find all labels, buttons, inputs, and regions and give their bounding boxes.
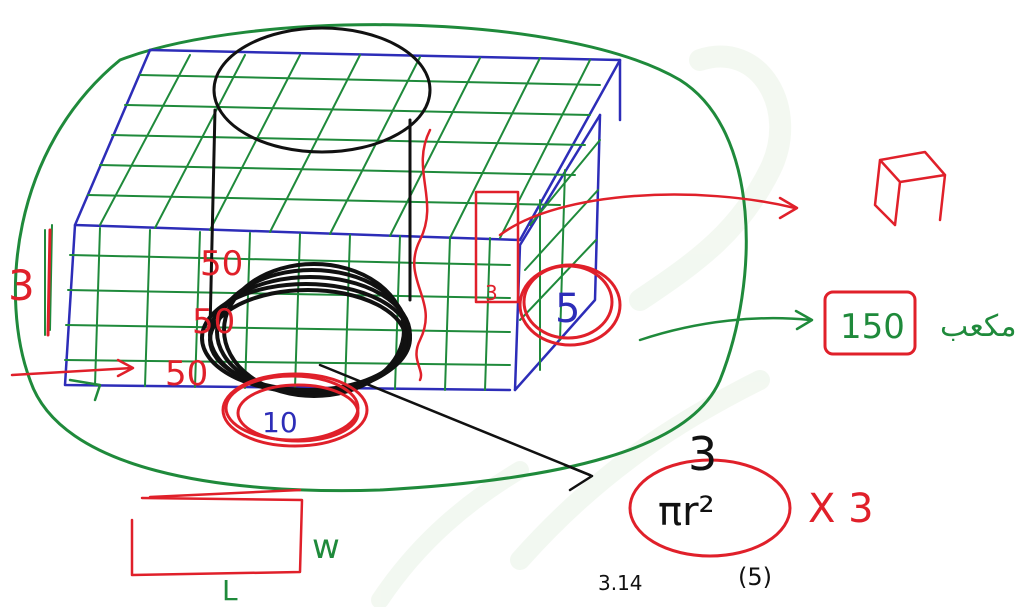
label-rect-l: L: [222, 574, 238, 607]
green-outer-loop: [13, 23, 748, 493]
watermark-stroke-3: [371, 461, 529, 607]
label-arabic-cube: مكعب: [940, 309, 1017, 344]
blue-box: [63, 48, 622, 392]
red-150-box: [823, 290, 917, 356]
red-circle-bottom: [221, 372, 369, 448]
watermark: [371, 45, 792, 607]
red-cube-sketch: [873, 150, 947, 227]
green-arrows: [68, 309, 814, 402]
label-box-150: 150: [840, 307, 905, 347]
label-circle-10: 10: [262, 406, 298, 439]
watermark-stroke: [629, 45, 792, 311]
black-cylinder: [200, 26, 594, 492]
black-arrow-line: [318, 363, 592, 477]
label-dim-50-mid: 50: [192, 302, 235, 342]
cylinder-left-side: [208, 108, 217, 332]
green-arrow-to-150: [638, 316, 812, 342]
label-dim-50-top: 50: [200, 244, 243, 284]
cylinder-top: [212, 26, 432, 154]
watermark-stroke-2: [510, 370, 770, 570]
black-arrow-head: [563, 463, 594, 492]
red-wavy-line: [413, 128, 432, 382]
label-radius-5: (5): [738, 563, 772, 591]
red-pi-ellipse: [628, 458, 792, 558]
red-small-rect: [474, 190, 520, 304]
label-dim-50-left: 50: [165, 354, 208, 394]
red-side-bar: [46, 228, 52, 337]
label-small-3: 3: [485, 281, 498, 305]
label-circle-5: 5: [555, 286, 580, 332]
label-times-3: X 3: [808, 486, 874, 532]
red-rectangle-sketch: [130, 496, 304, 577]
green-small-arrow: [68, 378, 102, 402]
label-pi-value: 3.14: [598, 571, 643, 595]
label-number-3-above: 3: [688, 427, 717, 481]
label-side-height: 3: [8, 261, 35, 310]
red-annotations: [10, 128, 947, 577]
label-pi-r2: πr²: [658, 489, 715, 535]
red-arrow-right: [498, 193, 797, 237]
label-rect-w: w: [312, 527, 340, 567]
red-arrow-left: [10, 366, 134, 377]
